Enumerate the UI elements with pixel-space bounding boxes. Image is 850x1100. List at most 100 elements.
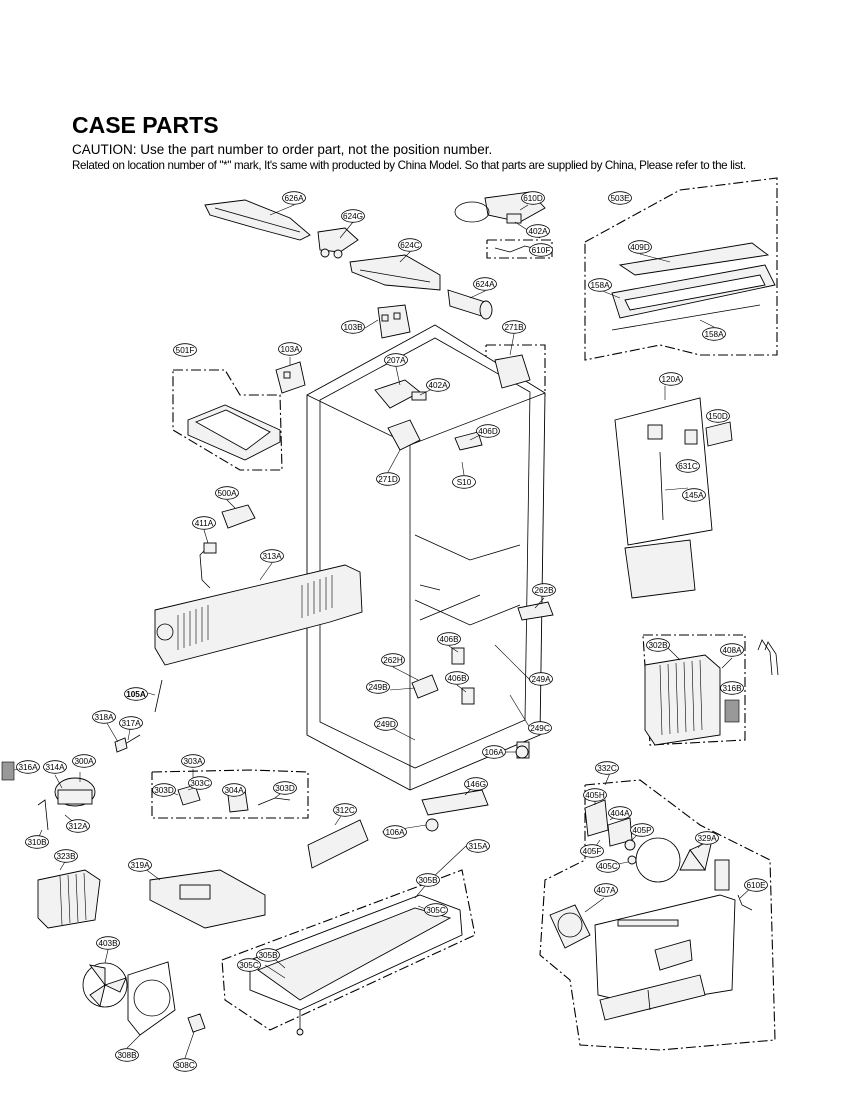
callout-bubble: [173, 1058, 197, 1072]
callout-271b: 271B: [502, 320, 526, 334]
callout-300a: 300A: [72, 754, 96, 768]
callout-120a: 120A: [659, 372, 683, 386]
callout-text: 305B: [258, 951, 278, 960]
callout-text: 103A: [280, 345, 300, 354]
callout-500a: 500A: [215, 486, 239, 500]
callout-bubble: [720, 643, 744, 657]
callout-bubble: [376, 472, 400, 486]
callout-317a: 317A: [119, 716, 143, 730]
callout-bubble: [526, 224, 550, 238]
callout-501f: 501F: [173, 343, 197, 357]
callout-bubble: [580, 844, 604, 858]
callout-bubble: [124, 687, 148, 701]
callout-bubble: [237, 958, 261, 972]
callout-bubble: [273, 781, 297, 795]
callout-text: 407A: [596, 886, 616, 895]
callout-bubble: [476, 424, 500, 438]
callout-text: S10: [457, 478, 472, 487]
callout-409d: 409D: [628, 240, 652, 254]
callout-text: 411A: [195, 519, 214, 528]
callout-332c: 332C: [595, 761, 619, 775]
callout-bubble: [464, 777, 488, 791]
callout-text: 501F: [176, 346, 195, 355]
callout-bubble: [594, 883, 618, 897]
callout-text: 403B: [98, 939, 118, 948]
callout-302b: 302B: [646, 638, 670, 652]
callout-text: 305C: [239, 961, 259, 970]
callout-text: 409D: [630, 243, 650, 252]
callout-bubble: [682, 488, 706, 502]
callout-503e: 503E: [608, 191, 632, 205]
callout-text: 314A: [45, 763, 65, 772]
callout-text: 271D: [378, 475, 398, 484]
callout-bubble: [192, 516, 216, 530]
callout-text: 303D: [275, 784, 295, 793]
callout-402a: 402A: [526, 224, 550, 238]
callout-text: 300A: [74, 757, 94, 766]
top-parts: [204, 191, 776, 339]
callout-text: 316B: [722, 684, 742, 693]
page-title: CASE PARTS: [72, 112, 219, 138]
callout-bubble: [628, 240, 652, 254]
callout-303d: 303D: [273, 781, 297, 795]
callout-bubble: [706, 409, 730, 423]
callout-bubble: [424, 903, 448, 917]
callout-bubble: [278, 342, 302, 356]
callout-bubble: [695, 831, 719, 845]
callout-bubble: [260, 549, 284, 563]
callout-624g: 624G: [341, 209, 365, 223]
callout-610f: 610F: [529, 243, 553, 257]
callout-626a: 626A: [282, 191, 306, 205]
callout-text: 150D: [708, 412, 728, 421]
callout-text: 249A: [531, 675, 551, 684]
callout-text: 146G: [466, 780, 486, 789]
callout-bubble: [215, 486, 239, 500]
callout-406b: 406B: [437, 632, 461, 646]
callout-bubble: [588, 278, 612, 292]
callout-329a: 329A: [695, 831, 719, 845]
left-upper-parts: [154, 361, 363, 666]
callout-text: 626A: [284, 194, 304, 203]
callout-text: 305B: [418, 876, 438, 885]
callout-text: 308C: [175, 1061, 195, 1070]
callout-150d: 150D: [706, 409, 730, 423]
callout-bubble: [437, 632, 461, 646]
callout-bubble: [445, 671, 469, 685]
callout-bubble: [466, 839, 490, 853]
callout-303d: 303D: [152, 783, 176, 797]
callout-bubble: [521, 191, 545, 205]
callout-bubble: [595, 761, 619, 775]
callout-316b: 316B: [720, 681, 744, 695]
callout-308b: 308B: [115, 1048, 139, 1062]
callout-bubble: [66, 819, 90, 833]
callout-bubble: [72, 754, 96, 768]
callout-text: 610E: [746, 881, 766, 890]
callout-146g: 146G: [464, 777, 488, 791]
callout-text: 317A: [121, 719, 141, 728]
callout-249c: 249C: [528, 721, 552, 735]
callout-bubble: [173, 343, 197, 357]
callout-308c: 308C: [173, 1058, 197, 1072]
callout-bubble: [720, 681, 744, 695]
callout-404a: 404A: [608, 806, 632, 820]
callout-text: 249B: [368, 683, 388, 692]
callout-407a: 407A: [594, 883, 618, 897]
callout-text: 249D: [376, 720, 396, 729]
callout-319a: 319A: [128, 858, 152, 872]
callout-bubble: [384, 353, 408, 367]
callout-405f: 405F: [580, 844, 604, 858]
callout-labels: 626A624G624C624A610D402A610F503E409D158A…: [16, 191, 768, 1072]
callout-411a: 411A: [192, 516, 216, 530]
callout-text: 624C: [400, 241, 420, 250]
callout-text: 631C: [678, 462, 698, 471]
callout-315a: 315A: [466, 839, 490, 853]
callout-text: 262B: [534, 586, 554, 595]
callout-bubble: [398, 238, 422, 252]
callout-text: 305C: [426, 906, 446, 915]
callout-bubble: [188, 776, 212, 790]
callout-bubble: [16, 760, 40, 774]
callout-text: 106A: [385, 828, 405, 837]
callout-bubble: [128, 858, 152, 872]
callout-624c: 624C: [398, 238, 422, 252]
callout-text: 624A: [475, 280, 495, 289]
